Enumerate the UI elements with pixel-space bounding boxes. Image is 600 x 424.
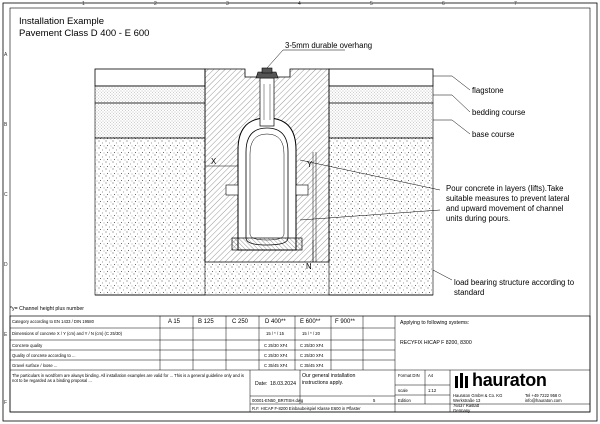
row2-label: Concrete quality [12,343,43,348]
border-col-1: 1 [82,1,85,7]
contact-2: info@hauraton.com [525,398,562,403]
general-line-1: Our general installation [302,373,356,379]
format-label: Format DIN [398,373,420,378]
base-right [328,102,434,139]
class-e600: E 600** [300,319,321,325]
address-1: Hauraton GmbH & Co. KG [453,393,503,398]
border-col-4: 4 [298,1,301,7]
channel-rib-right [295,184,309,196]
system-name: RECYFIX HICAP F 8200, 8300 [400,340,472,346]
address-3: 76437 Rastatt [453,403,480,408]
date-value: 18.03.2024 [270,381,296,387]
load-line-1: load bearing structure according to [454,278,575,287]
row3-label: Quality of concrete according to ... [12,353,76,358]
class-a15: A 15 [168,319,181,325]
slot-neck [259,77,275,127]
pour-line-4: units during pours. [446,214,511,223]
title-line-2: Pavement Class D 400 - E 600 [19,28,150,39]
edition-label: Edition [398,398,411,403]
pour-line-1: Pour concrete in layers (lifts).Take [446,184,564,193]
table-frame [9,315,591,413]
row3-e600: C 25/30 XF4 [300,353,324,358]
pour-line-3: and upward movement of channel [446,204,564,213]
applying-label: Applying to following systems: [400,320,470,326]
border-col-5: 5 [370,1,373,7]
bedding-right [328,85,434,104]
pour-line-2: suitable measures to prevent lateral [446,194,570,203]
dim-y: Y [307,160,313,169]
bedding-label: bedding course [472,108,526,117]
address-4: Germany [453,408,471,413]
row4-d400: C 35/45 XF4 [264,363,288,368]
row3-d400: C 25/30 XF4 [264,353,288,358]
flagstone-left [94,68,206,87]
base-left [94,102,206,139]
dim-x: X [211,157,217,166]
class-d400: D 400** [265,319,286,325]
border-row-f: F [4,400,8,406]
channel-rib-left [225,184,239,196]
file-name: R.F. HICAP F-8200 Einbaubeispiel Klasse … [252,406,361,411]
border-col-3: 3 [226,1,229,7]
flagstone-label: flagstone [472,86,504,95]
row4-e600: C 35/45 XF4 [300,363,324,368]
row4-label: Gravel surface / loose ... [12,363,58,368]
scale-value: 1:12 [428,388,437,393]
load-right [328,137,434,296]
dim-n: N [306,262,312,271]
slot-top [255,71,279,79]
general-line-2: instructions apply. [302,380,344,386]
class-b125: B 125 [198,319,214,325]
load-left [94,137,206,296]
table-notes: The particulars in wordform are always b… [12,373,244,383]
format-value: A4 [428,373,434,378]
overhang-label: 3-5mm durable overhang [285,41,373,50]
channel-inner [245,127,289,246]
border-col-2: 2 [154,1,157,7]
border-col-6: 6 [442,1,445,7]
title-line-1: Installation Example [19,16,105,27]
row1-d400: 15 / * / 15 [266,331,284,336]
company-logo: hauraton [472,370,547,390]
base-label: base course [472,130,515,139]
row2-e600: C 25/30 XF4 [300,343,324,348]
address-2: Werkstraße 13 [453,398,481,403]
slot-cap [261,67,273,74]
border-col-7: 7 [514,1,517,7]
drawing-number: 00001-EN50_BRITISH.dwg [252,398,304,403]
border-row-d: D [4,262,8,268]
footnote: *y= Channel height plus number [10,306,84,312]
border-row-b: B [4,122,8,128]
row1-e600: 15 / * / 20 [302,331,320,336]
row2-d400: C 25/30 XF4 [264,343,288,348]
scale-label: scale [398,388,408,393]
channel-base [231,237,303,251]
class-c250: C 250 [232,319,249,325]
revision: 5 [373,398,376,403]
row1-label: Dimensions of concrete X / Y (cm) and Y … [12,331,123,336]
border-row-e: E [4,332,8,338]
logo-mark [455,373,468,388]
table-header: Category according to EN 1433 / DIN 1958… [12,319,94,324]
bedding-left [94,85,206,104]
date-label: Date: [255,381,268,387]
load-bottom [205,262,329,295]
contact-1: Tel +49 7222 958 0 [525,393,561,398]
border-row-a: A [4,52,8,58]
border-row-c: C [4,192,8,198]
class-f900: F 900** [335,319,356,325]
flagstone-right [328,68,434,87]
load-line-2: standard [454,288,485,297]
